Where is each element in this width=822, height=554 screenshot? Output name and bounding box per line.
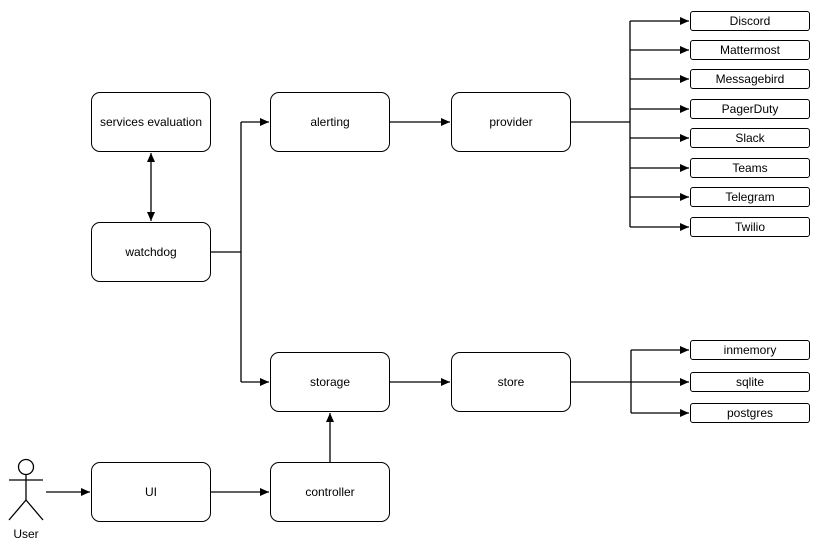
- node-controller: controller: [270, 462, 390, 522]
- node-services-evaluation: services evaluation: [91, 92, 211, 152]
- user-actor-icon: [8, 458, 44, 521]
- leaf-sqlite: sqlite: [690, 372, 810, 392]
- leaf-twilio: Twilio: [690, 217, 810, 237]
- leaf-postgres: postgres: [690, 403, 810, 423]
- user-actor-label: User: [13, 527, 39, 541]
- leaf-messagebird: Messagebird: [690, 69, 810, 89]
- leaf-slack: Slack: [690, 128, 810, 148]
- node-alerting: alerting: [270, 92, 390, 152]
- leaf-telegram: Telegram: [690, 187, 810, 207]
- node-storage: storage: [270, 352, 390, 412]
- leaf-teams: Teams: [690, 158, 810, 178]
- leaf-pagerduty: PagerDuty: [690, 99, 810, 119]
- node-store: store: [451, 352, 571, 412]
- leaf-inmemory: inmemory: [690, 340, 810, 360]
- node-watchdog: watchdog: [91, 222, 211, 282]
- leaf-discord: Discord: [690, 11, 810, 31]
- node-provider: provider: [451, 92, 571, 152]
- leaf-mattermost: Mattermost: [690, 40, 810, 60]
- node-ui: UI: [91, 462, 211, 522]
